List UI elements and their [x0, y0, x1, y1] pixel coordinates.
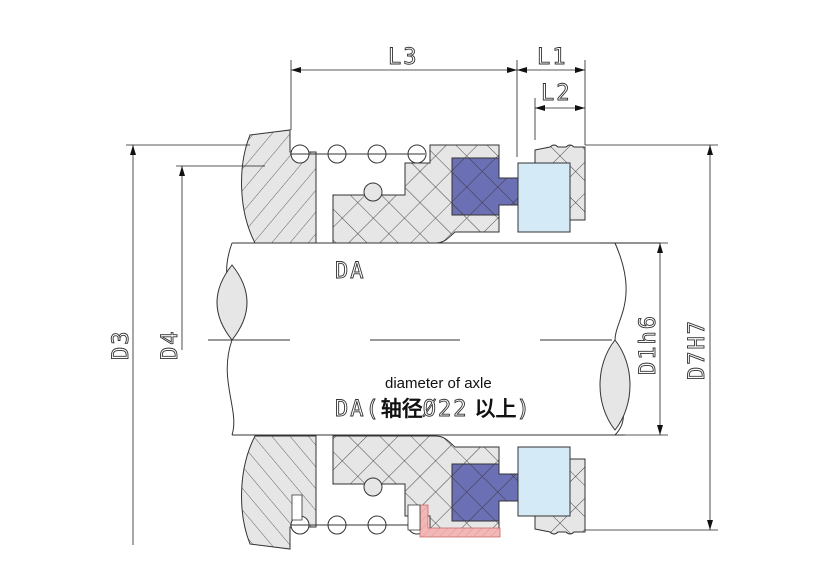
- seat-ring: [517, 162, 571, 233]
- caption-prefix: DA(: [335, 397, 381, 422]
- shaft-label-da: DA: [335, 259, 366, 284]
- seal-upper-half: [241, 129, 586, 244]
- shaft-caption: DA(轴径Ø22 以上): [335, 397, 532, 422]
- retainer-clip: [419, 504, 501, 538]
- caption-cn-above: 以上: [475, 398, 517, 421]
- dim-D4: D4: [158, 330, 183, 361]
- shaft-break-left: [216, 264, 248, 341]
- caption-suffix: ): [517, 397, 532, 422]
- caption-value: Ø22: [423, 397, 469, 422]
- caption-cn-shaft-diameter: 轴径: [381, 397, 423, 421]
- dim-D7H7: D7H7: [685, 319, 710, 380]
- seat-cup: [534, 144, 586, 221]
- dim-D3: D3: [109, 330, 134, 361]
- dim-L2: L2: [541, 81, 572, 106]
- shaft-caption-en: diameter of axle: [385, 375, 492, 392]
- seal-lower-half: [241, 435, 586, 550]
- dim-D1h6: D1h6: [636, 314, 661, 375]
- dim-L3: L3: [388, 45, 419, 70]
- stationary-ring: [451, 157, 519, 216]
- dim-L1: L1: [537, 45, 568, 70]
- spring-coils: [290, 144, 427, 164]
- shaft-break-right: [599, 339, 631, 431]
- dimension-lines: [126, 60, 718, 545]
